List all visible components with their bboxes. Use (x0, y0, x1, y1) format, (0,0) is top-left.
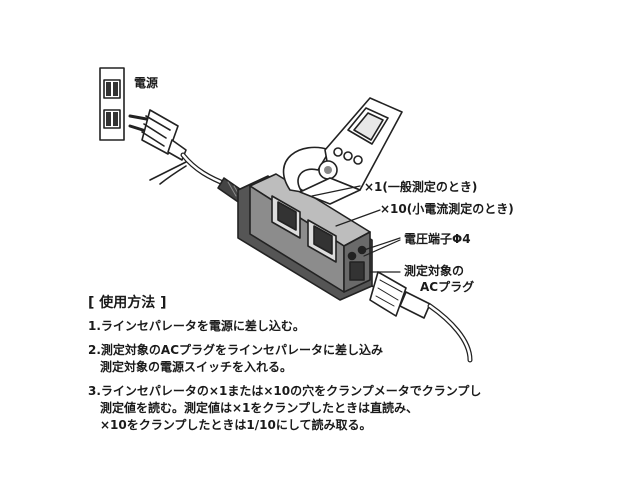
target-label-line1: 測定対象の (404, 264, 465, 278)
step-item: 3.ラインセパレータの×1または×10の穴をクランプメータでクランプし 測定値を… (88, 383, 528, 434)
step-item: 1.ラインセパレータを電源に差し込む。 (88, 318, 528, 335)
x10-label: ×10(小電流測定のとき) (380, 202, 514, 216)
clamp-meter-illustration (282, 97, 403, 205)
step-line: 3.ラインセパレータの×1または×10の穴をクランプメータでクランプし (88, 384, 482, 398)
power-label: 電源 (134, 76, 159, 90)
step-line: ×10をクランプしたときは1/10にして読み取る。 (100, 418, 372, 432)
power-plug-icon (128, 109, 187, 161)
step-line: 測定値を読む。測定値は×1をクランプしたときは直読み、 (100, 401, 419, 415)
step-line: 測定対象の電源スイッチを入れる。 (100, 360, 293, 374)
voltage-terminal-label: 電圧端子Φ4 (404, 232, 471, 246)
line-separator-body (237, 173, 373, 301)
step-item: 2.測定対象のACプラグをラインセパレータに差し込み 測定対象の電源スイッチを入… (88, 342, 528, 376)
target-plug-icon (369, 271, 431, 319)
target-label-line2: ACプラグ (420, 280, 475, 294)
x1-label: ×1(一般測定のとき) (364, 180, 478, 194)
instructions-steps: 1.ラインセパレータを電源に差し込む。 2.測定対象のACプラグをラインセパレー… (88, 318, 528, 441)
wall-outlet-icon (99, 67, 125, 141)
leader-lines (311, 185, 401, 273)
step-line: 2.測定対象のACプラグをラインセパレータに差し込み (88, 343, 384, 357)
step-line: 1.ラインセパレータを電源に差し込む。 (88, 319, 305, 333)
instructions-title: [ 使用方法 ] (88, 295, 167, 311)
